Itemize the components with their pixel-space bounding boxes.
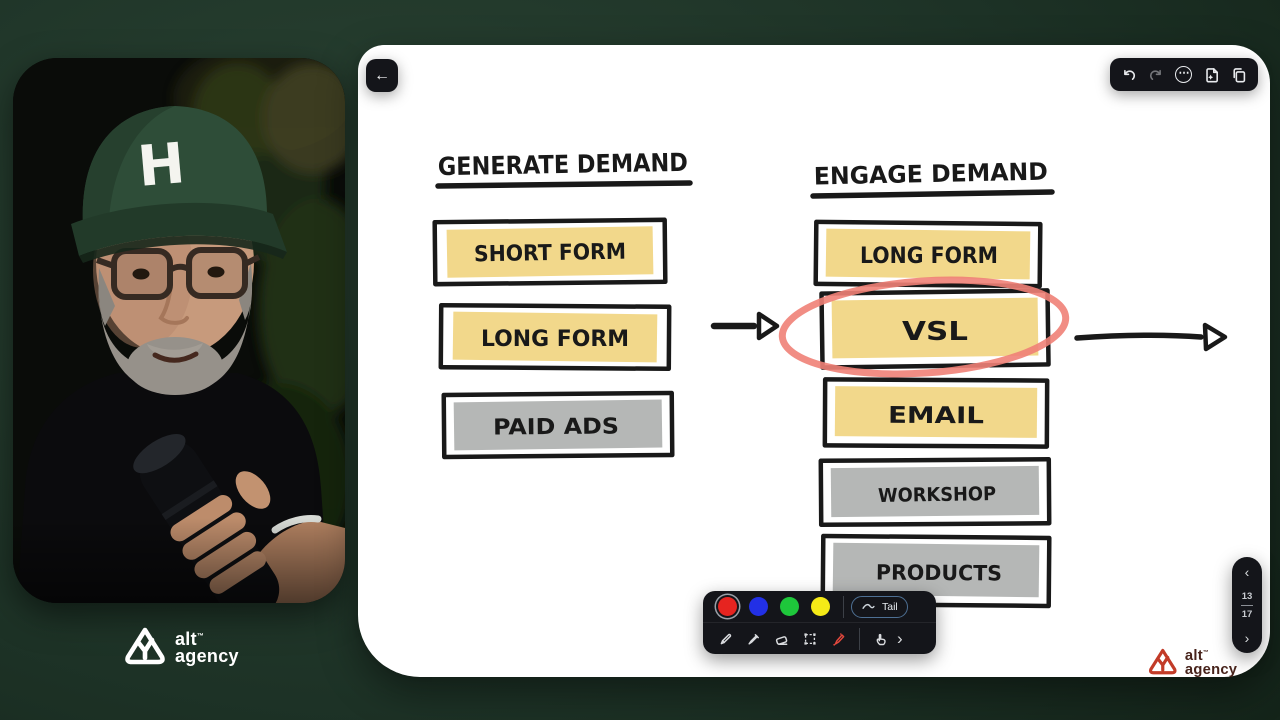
more-options-icon[interactable]: ⋯ <box>1175 66 1193 84</box>
column-title: ENGAGE DEMAND <box>814 158 1049 191</box>
page-divider <box>1241 604 1253 606</box>
tail-squiggle-icon <box>862 603 875 610</box>
undo-icon[interactable] <box>1120 66 1138 84</box>
select-tool-icon[interactable] <box>799 628 821 650</box>
divider <box>859 627 860 650</box>
prev-page-icon[interactable]: ‹ <box>1244 564 1250 580</box>
glasses <box>96 247 261 300</box>
total-pages: 17 <box>1241 608 1253 620</box>
red-circle-annotation <box>778 276 1070 378</box>
cap-letter: H <box>135 131 187 200</box>
brand-word-bottom: agency <box>175 645 239 666</box>
draw-toolbar: Tail <box>703 591 936 654</box>
brand-word-bottom: agency <box>1184 660 1238 678</box>
alt-agency-logo-mark <box>1148 648 1177 674</box>
sketch-box-long-form-left: LONG FORM <box>438 302 672 372</box>
color-swatch-yellow[interactable] <box>811 597 830 616</box>
webcam-video: H <box>13 58 345 603</box>
box-label: PRODUCTS <box>876 560 1002 585</box>
color-swatch-red[interactable] <box>718 597 737 616</box>
page-indicator: 13 17 <box>1241 591 1253 620</box>
brand-word-top: alt <box>175 628 197 649</box>
page-navigation: ‹ 13 17 › <box>1232 557 1262 653</box>
whiteboard-canvas-panel: GENERATE DEMAND SHORT FORM LONG FORM PAI… <box>358 45 1270 677</box>
current-page: 13 <box>1241 590 1253 602</box>
tool-row: › <box>703 622 936 654</box>
pointer-hand-tool-icon[interactable] <box>870 628 892 650</box>
column-engage-demand: ENGAGE DEMAND LONG FORM VSL EMAIL <box>778 158 1070 609</box>
color-swatch-blue[interactable] <box>749 597 768 616</box>
box-label: PAID ADS <box>493 414 619 440</box>
tail-style-button[interactable]: Tail <box>851 595 908 618</box>
sketch-box-email: EMAIL <box>822 377 1050 449</box>
next-page-icon[interactable]: › <box>1244 630 1250 646</box>
box-label: EMAIL <box>888 403 985 430</box>
back-arrow-icon: ← <box>374 66 390 84</box>
sketch-box-vsl: VSL <box>778 276 1070 378</box>
toolbar-expand-icon[interactable]: › <box>897 629 903 648</box>
sketch-box-short-form: SHORT FORM <box>432 217 668 287</box>
laser-pointer-tool-icon[interactable] <box>827 628 849 650</box>
box-label: LONG FORM <box>860 244 998 269</box>
brand-tm: ™ <box>196 632 205 640</box>
brand-tm: ™ <box>1202 650 1209 656</box>
redo-icon[interactable] <box>1147 66 1165 84</box>
divider <box>843 595 844 618</box>
new-page-sparkle-icon[interactable] <box>1203 66 1221 84</box>
presenter-illustration: H <box>13 58 345 603</box>
column-generate-demand: GENERATE DEMAND SHORT FORM LONG FORM PAI… <box>432 148 693 460</box>
pen-tool-icon[interactable] <box>715 628 737 650</box>
alt-agency-logo-mark <box>125 627 165 665</box>
box-label: WORKSHOP <box>878 483 996 507</box>
highlighter-tool-icon[interactable] <box>743 628 765 650</box>
copy-pages-icon[interactable] <box>1230 66 1248 84</box>
sketch-box-products: PRODUCTS <box>820 533 1052 609</box>
arrow-between-columns <box>710 311 780 341</box>
column-title: GENERATE DEMAND <box>438 148 688 181</box>
color-row: Tail <box>703 591 936 622</box>
brand-word-top: alt <box>1184 646 1203 664</box>
box-label: LONG FORM <box>481 327 629 352</box>
sketch-box-workshop: WORKSHOP <box>818 456 1052 528</box>
alt-agency-logo-watermark: alt™ agency <box>1148 646 1237 676</box>
alt-agency-logo: alt™ agency <box>124 626 239 666</box>
sketch-box-paid-ads: PAID ADS <box>441 390 675 460</box>
top-toolbar: ⋯ <box>1110 58 1258 91</box>
drawing-canvas[interactable]: GENERATE DEMAND SHORT FORM LONG FORM PAI… <box>358 45 1270 677</box>
arrow-output <box>1074 322 1228 352</box>
sketch-box-long-form-right: LONG FORM <box>813 219 1043 289</box>
box-label: SHORT FORM <box>474 240 626 268</box>
color-swatch-green[interactable] <box>780 597 799 616</box>
eraser-tool-icon[interactable] <box>771 628 793 650</box>
tail-label: Tail <box>882 600 898 613</box>
back-button[interactable]: ← <box>366 59 398 92</box>
box-label: VSL <box>902 317 968 347</box>
